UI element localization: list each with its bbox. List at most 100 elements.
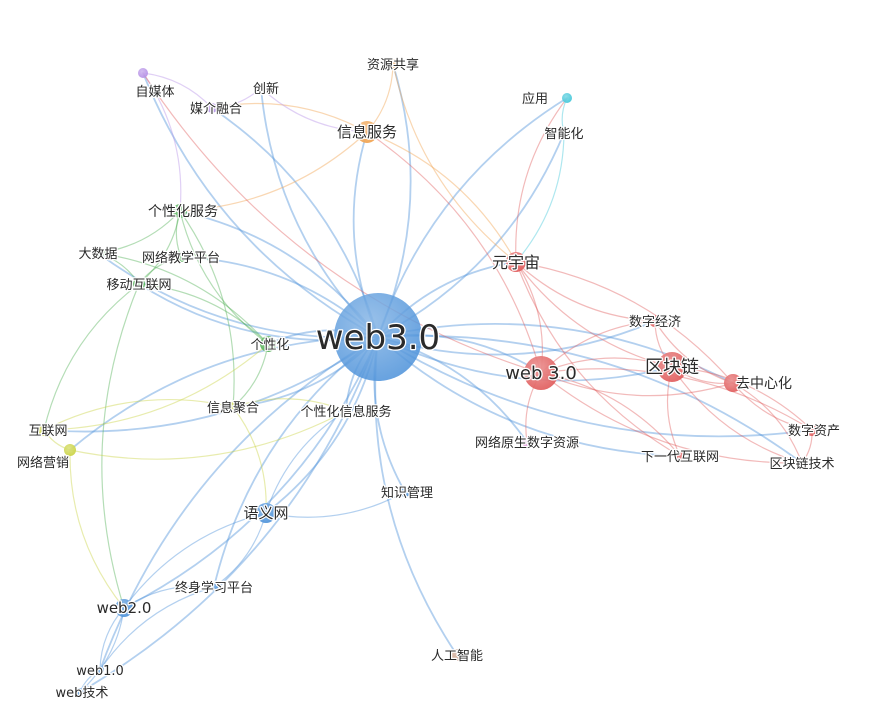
edge — [101, 283, 140, 609]
node-22-dot[interactable] — [64, 444, 76, 456]
node-3-label: 元宇宙 — [492, 253, 540, 272]
node-4-label: 数字经济 — [629, 315, 681, 330]
edge — [265, 410, 347, 514]
node-6-dot[interactable] — [806, 424, 818, 436]
edge — [515, 261, 673, 368]
node-27-dot[interactable] — [256, 503, 276, 523]
edge — [211, 102, 368, 133]
edge — [732, 382, 813, 431]
node-26-dot[interactable] — [400, 487, 410, 497]
edge — [377, 336, 681, 457]
node-20-label: 个性化 — [250, 338, 289, 353]
edge — [540, 372, 803, 464]
node-6-label: 数字资产 — [788, 424, 840, 439]
edge-layer — [43, 63, 813, 693]
node-28-dot[interactable] — [210, 583, 218, 591]
edge — [123, 336, 379, 609]
node-11-label: 应用 — [522, 91, 548, 107]
edge — [142, 72, 213, 109]
node-18-dot[interactable] — [176, 252, 186, 262]
edge — [179, 131, 368, 212]
node-31-dot[interactable] — [76, 688, 84, 696]
edge — [79, 607, 125, 693]
edge — [69, 449, 125, 609]
node-2-dot[interactable] — [657, 352, 687, 382]
node-16-label: 个性化服务 — [148, 204, 218, 220]
edge — [232, 398, 347, 412]
edge — [142, 72, 379, 338]
edge — [265, 491, 406, 518]
edge — [377, 323, 734, 384]
edge — [97, 252, 269, 345]
node-30-dot[interactable] — [96, 666, 104, 674]
node-5-dot[interactable] — [724, 374, 742, 392]
node-0-label: web3.0 — [316, 318, 440, 358]
edge — [123, 585, 215, 609]
node-11-dot[interactable] — [562, 93, 572, 103]
edge — [654, 320, 734, 384]
node-24-label: 个性化信息服务 — [300, 404, 391, 420]
edge — [515, 261, 681, 457]
node-10-dot[interactable] — [388, 59, 398, 69]
node-17-dot[interactable] — [93, 248, 103, 258]
edge — [43, 283, 140, 431]
edge — [97, 210, 181, 254]
node-29-dot[interactable] — [115, 599, 133, 617]
node-12-dot[interactable] — [558, 127, 570, 139]
node-15-label: 创新 — [253, 81, 279, 97]
edge — [179, 210, 235, 408]
edge — [43, 398, 234, 431]
node-2-label: 区块链 — [645, 357, 699, 378]
node-29-label: web2.0 — [97, 599, 152, 617]
edge — [377, 336, 813, 438]
node-30-label: web1.0 — [76, 664, 124, 679]
node-21-dot[interactable] — [38, 424, 50, 436]
edge — [43, 336, 379, 433]
node-4-dot[interactable] — [649, 315, 661, 327]
node-27-label: 语义网 — [243, 504, 288, 522]
node-17-label: 大数据 — [78, 247, 117, 262]
node-0-dot[interactable] — [334, 293, 422, 381]
node-23-dot[interactable] — [228, 402, 238, 412]
edge — [142, 72, 542, 374]
edge — [515, 261, 656, 322]
node-25-dot[interactable] — [522, 437, 532, 447]
node-23-label: 信息聚合 — [207, 400, 259, 416]
edge — [79, 336, 379, 693]
node-15-dot[interactable] — [257, 84, 265, 92]
node-19-dot[interactable] — [133, 278, 145, 290]
node-32-label: 人工智能 — [431, 649, 483, 664]
node-25-label: 网络原生数字资源 — [475, 435, 579, 451]
node-9-dot[interactable] — [356, 121, 378, 143]
edge — [540, 372, 734, 397]
edge — [213, 512, 267, 588]
edge — [69, 410, 347, 460]
node-22-label: 网络营销 — [17, 455, 69, 471]
edge — [366, 131, 517, 263]
node-12-label: 智能化 — [544, 127, 583, 142]
node-24-dot[interactable] — [342, 407, 350, 415]
node-21-label: 互联网 — [28, 424, 67, 439]
node-32-dot[interactable] — [451, 649, 463, 661]
edge — [43, 343, 269, 431]
node-10-label: 资源共享 — [367, 57, 419, 73]
node-7-label: 区块链技术 — [769, 457, 834, 472]
node-14-dot[interactable] — [207, 103, 217, 113]
node-13-label: 自媒体 — [135, 85, 174, 100]
node-3-dot[interactable] — [506, 252, 526, 272]
node-1-dot[interactable] — [524, 356, 558, 390]
edge — [515, 132, 565, 263]
node-20-dot[interactable] — [260, 336, 276, 352]
node-13-dot[interactable] — [138, 68, 148, 78]
node-7-dot[interactable] — [796, 457, 808, 469]
edge — [123, 512, 267, 609]
edge — [138, 283, 269, 345]
edge — [671, 366, 813, 431]
node-16-dot[interactable] — [173, 204, 187, 218]
node-8-dot[interactable] — [675, 451, 685, 461]
edge — [366, 131, 542, 374]
node-9-label: 信息服务 — [337, 123, 397, 141]
edge — [515, 97, 568, 263]
